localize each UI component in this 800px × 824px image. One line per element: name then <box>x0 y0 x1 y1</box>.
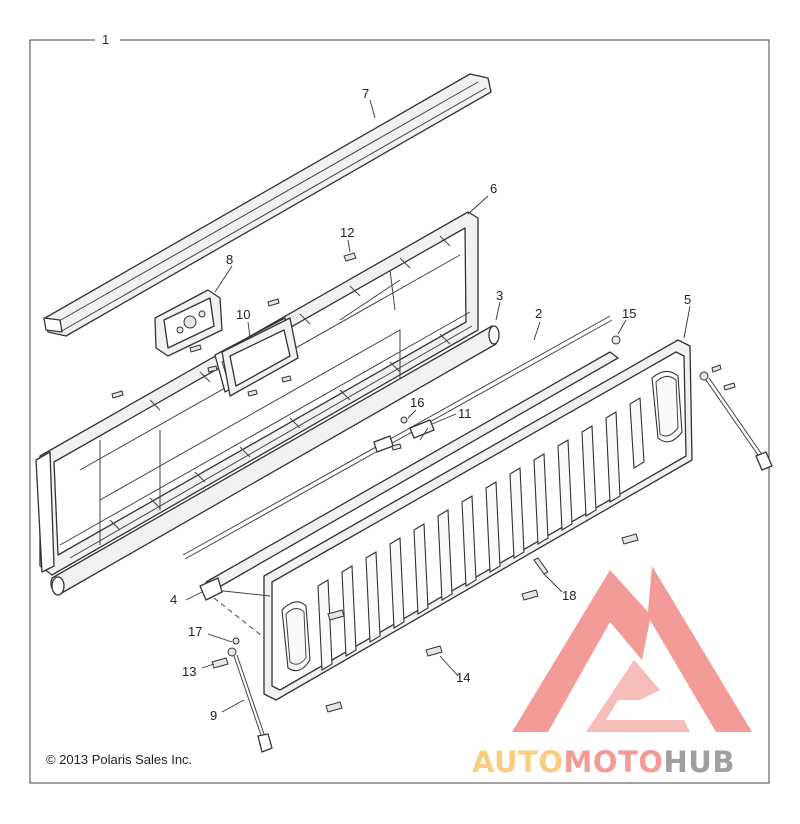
dashed-guide <box>213 597 263 637</box>
part-7-top-rail <box>43 73 492 337</box>
watermark-triangle <box>512 566 752 732</box>
part-5-outer-panel <box>205 339 693 701</box>
leader-12 <box>347 239 351 253</box>
watermark-hub: HUB <box>664 745 735 779</box>
callout-16: 16 <box>410 395 424 410</box>
callout-6: 6 <box>490 181 497 196</box>
leader-5 <box>683 305 691 339</box>
copyright-text: © 2013 Polaris Sales Inc. <box>46 752 192 767</box>
callout-12: 12 <box>340 225 354 240</box>
part-2-rod <box>182 315 613 560</box>
callout-1: 1 <box>102 32 109 47</box>
part-14-bolt-c <box>327 609 345 621</box>
callout-10: 10 <box>236 307 250 322</box>
part-4-hinge <box>199 577 223 601</box>
part-18-bolt-a <box>533 557 549 575</box>
part-11-bracket <box>409 419 435 439</box>
leader-3 <box>495 301 501 321</box>
part-10-bezel <box>221 317 299 397</box>
leader-7 <box>369 99 376 119</box>
part-3-lower-tube <box>50 325 500 596</box>
callout-9: 9 <box>210 708 217 723</box>
part-16-washer <box>400 416 408 424</box>
part-18-bolt-b <box>521 589 539 601</box>
rod-clip <box>373 435 394 453</box>
watermark-triangle-inner <box>586 660 690 732</box>
leader-14 <box>439 655 459 677</box>
leader-15 <box>617 319 627 335</box>
part-12-screw <box>343 252 357 262</box>
callout-3: 3 <box>496 288 503 303</box>
leader-2 <box>533 321 541 341</box>
leader-6 <box>467 195 489 215</box>
part-8-handle <box>154 289 223 357</box>
leader-10 <box>247 321 251 339</box>
leader-8 <box>214 265 233 293</box>
callout-18: 18 <box>562 588 576 603</box>
rod-screw <box>391 443 402 451</box>
part-9-right-cable <box>699 364 773 471</box>
watermark-auto: AUTO <box>472 745 564 779</box>
watermark-wordmark: AUTOMOTOHUB <box>472 745 735 779</box>
leader-11 <box>431 413 457 425</box>
part-14-bolt-b <box>325 701 343 713</box>
callout-4: 4 <box>170 592 177 607</box>
callout-11: 11 <box>458 406 472 421</box>
part-13-bolt <box>211 657 229 669</box>
panel-slots <box>317 397 645 671</box>
assembly-frame <box>29 39 770 784</box>
leader-16 <box>407 409 417 419</box>
part-17-washer <box>232 637 240 645</box>
part-9-left-cable <box>227 647 273 753</box>
watermark-moto: MOTO <box>564 745 664 779</box>
callout-15: 15 <box>622 306 636 321</box>
callout-14: 14 <box>456 670 470 685</box>
automotohub-watermark: AUTOMOTOHUB <box>472 566 752 779</box>
leader-18 <box>543 573 563 593</box>
callout-7: 7 <box>362 86 369 101</box>
callout-5: 5 <box>684 292 691 307</box>
leader-13 <box>201 663 215 669</box>
part-14-bolt-a <box>425 645 443 657</box>
leader-9 <box>221 699 245 713</box>
callout-8: 8 <box>226 252 233 267</box>
callout-13: 13 <box>182 664 196 679</box>
handle-fasteners <box>111 298 292 399</box>
leader-17 <box>207 633 233 643</box>
part-11-pin <box>419 427 429 441</box>
leader-4 <box>185 591 203 601</box>
callout-17: 17 <box>188 624 202 639</box>
callout-2: 2 <box>535 306 542 321</box>
part-18-bolt-c <box>621 533 639 545</box>
part-15-nut <box>611 335 621 345</box>
